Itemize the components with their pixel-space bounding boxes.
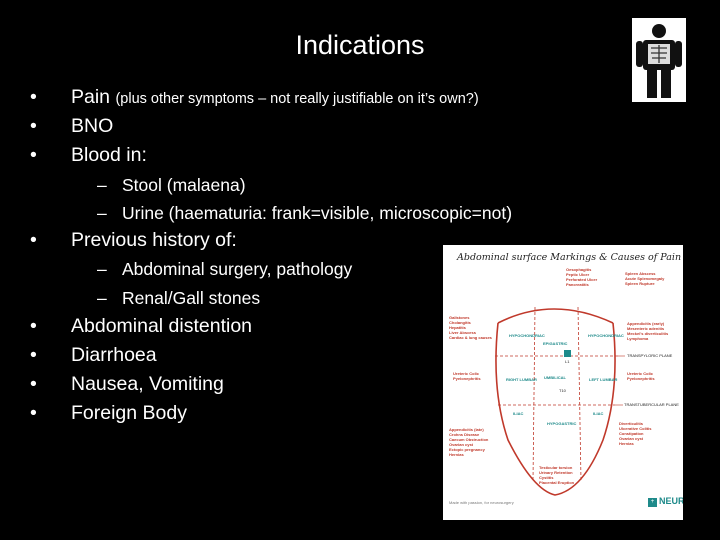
plane-label: TRANSTUBERCULAR PLANE xyxy=(624,402,679,407)
bullet-marker: • xyxy=(30,373,37,395)
sub-bullet-text: Abdominal surgery, pathology xyxy=(122,259,353,279)
bullet-marker: • xyxy=(30,402,37,424)
region-label: RIGHT LUMBAR xyxy=(506,377,537,382)
spine-level-label: T10 xyxy=(559,388,566,393)
bullet-marker: • xyxy=(30,86,37,108)
region-label: EPIGASTRIC xyxy=(543,341,568,346)
bullet-marker: • xyxy=(30,144,37,166)
spine-level-label: L1 xyxy=(565,359,570,364)
bullet-text: Previous history of: xyxy=(71,229,237,251)
region-label: HYPOCHONDRIAC xyxy=(588,333,624,338)
bullet-text: Pain xyxy=(71,86,111,108)
left-lower-causes: Appendicitis (late)Crohns Disease Caecum… xyxy=(449,427,489,457)
abdominal-pain-diagram: Abdominal surface Markings & Causes of P… xyxy=(443,245,683,520)
dash-marker: – xyxy=(97,259,107,279)
bullet-note: (plus other symptoms – not really justif… xyxy=(115,91,479,107)
brand-name: NEUR.OS xyxy=(659,496,683,506)
region-label: UMBILICAL xyxy=(544,375,566,380)
bullet-marker: • xyxy=(30,229,37,251)
bullet-text: Nausea, Vomiting xyxy=(71,373,224,395)
xray-person-icon xyxy=(632,18,686,102)
dash-marker: – xyxy=(97,203,107,223)
bullet-marker: • xyxy=(30,344,37,366)
sub-bullet-text: Renal/Gall stones xyxy=(122,288,261,308)
bullet-marker: • xyxy=(30,315,37,337)
bullet-text: BNO xyxy=(71,115,114,137)
region-label: HYPOGASTRIC xyxy=(547,421,577,426)
region-label: ILIAC xyxy=(513,411,524,416)
dash-marker: – xyxy=(97,288,107,308)
sub-bullet-text: Urine (haematuria: frank=visible, micros… xyxy=(122,203,513,223)
bullet-text: Foreign Body xyxy=(71,402,187,424)
neuros-logo-icon: + xyxy=(648,498,657,507)
diagram-footer: Made with passion, for neurosurgery xyxy=(449,500,514,505)
region-label: LEFT LUMBAR xyxy=(589,377,618,382)
bullet-text: Diarrhoea xyxy=(71,344,157,366)
abdomen-outline xyxy=(495,306,625,496)
right-upper-causes: Appendicitis (early)Mesenteric adenitis … xyxy=(627,321,669,341)
bullet-text: Abdominal distention xyxy=(71,315,253,337)
plane-label: TRANSPYLORIC PLANE xyxy=(627,353,673,358)
sub-bullet-text: Stool (malaena) xyxy=(122,175,246,195)
diagram-title: Abdominal surface Markings & Causes of P… xyxy=(457,252,682,263)
dash-marker: – xyxy=(97,175,107,195)
bullet-text: Blood in: xyxy=(71,144,147,166)
slide-title: Indications xyxy=(295,30,425,60)
region-label: HYPOCHONDRIAC xyxy=(509,333,545,338)
bullet-marker: • xyxy=(30,115,37,137)
region-label: ILIAC xyxy=(593,411,604,416)
